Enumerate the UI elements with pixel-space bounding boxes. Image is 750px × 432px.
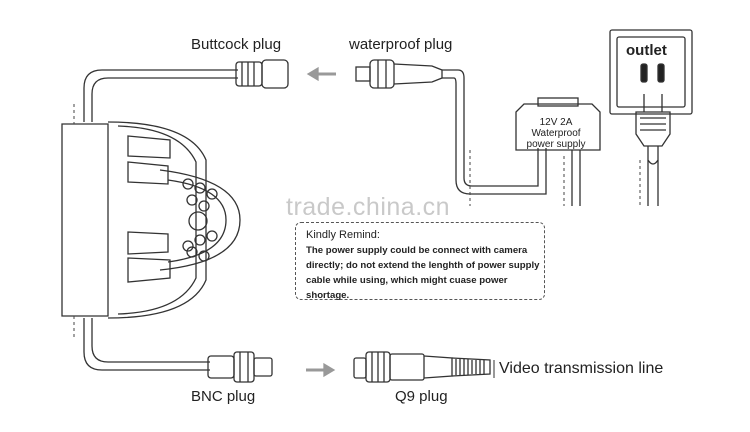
q9-plug-shape bbox=[353, 351, 491, 383]
power-supply-line1: 12V 2A bbox=[539, 117, 573, 128]
video-cable bbox=[83, 318, 210, 371]
power-supply-line2: Waterproof bbox=[531, 128, 581, 139]
watermark: trade.china.cn bbox=[286, 193, 451, 221]
power-supply-shape bbox=[515, 97, 601, 151]
bnc-plug-shape bbox=[207, 351, 273, 383]
reminder-body: The power supply could be connect with c… bbox=[306, 245, 540, 301]
q9-plug-label: Q9 plug bbox=[395, 388, 448, 405]
waterproof-plug-label: waterproof plug bbox=[349, 36, 453, 53]
power-supply-label: 12V 2A Waterproof power supply bbox=[520, 117, 592, 150]
outlet-label: outlet bbox=[626, 42, 667, 59]
buttcock-plug-shape bbox=[235, 59, 289, 89]
buttcock-plug-label: Buttcock plug bbox=[191, 36, 282, 53]
power-plug-shape bbox=[635, 94, 671, 206]
camera-shape bbox=[61, 121, 241, 319]
outlet-shape bbox=[609, 29, 693, 115]
reminder-title: Kindly Remind: bbox=[306, 229, 380, 241]
dc-cable bbox=[83, 69, 238, 122]
reminder-box: Kindly Remind: The power supply could be… bbox=[295, 222, 545, 301]
video-line-label: Video transmission line bbox=[499, 360, 664, 377]
bnc-plug-label: BNC plug bbox=[191, 388, 256, 405]
power-supply-line3: power supply bbox=[526, 139, 586, 150]
waterproof-plug-shape bbox=[355, 59, 443, 89]
